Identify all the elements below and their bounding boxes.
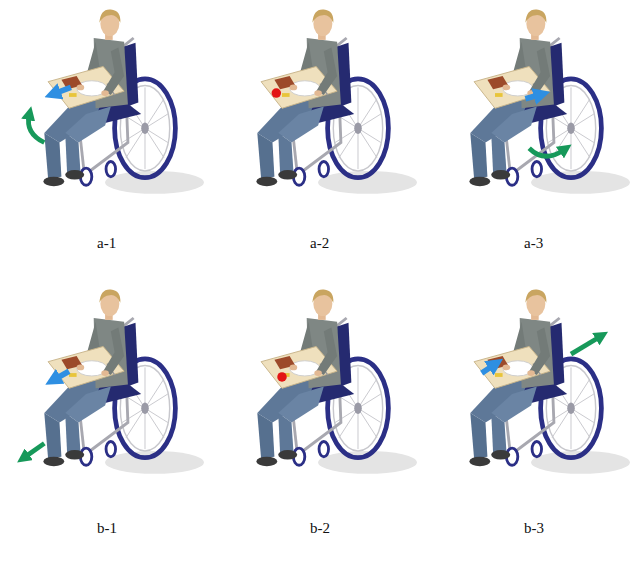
- panel-b2: [256, 289, 417, 473]
- panel-label: a-3: [524, 234, 543, 252]
- figure-part: [43, 9, 204, 193]
- panel-label: b-1: [97, 519, 117, 537]
- figure-part: [571, 337, 600, 354]
- figure-part: [56, 87, 71, 93]
- figure-part: [482, 366, 493, 374]
- figure-part: [43, 289, 204, 473]
- figure-part: [277, 372, 287, 382]
- panel-a2: [256, 9, 417, 193]
- panel-a3: [469, 9, 630, 193]
- figure-part: [256, 289, 417, 473]
- figure-part: [469, 289, 630, 473]
- figure-part: [56, 371, 69, 379]
- figure-part: [525, 95, 538, 99]
- panel-b1: [25, 289, 204, 473]
- panel-label: a-1: [97, 234, 116, 252]
- figure-part: [28, 116, 44, 143]
- panel-a1: [28, 9, 203, 193]
- figure-part: [256, 9, 417, 193]
- figure-part: [529, 148, 563, 156]
- panel-label: b-2: [310, 519, 330, 537]
- figure-part: [272, 88, 282, 98]
- figure-part: [469, 9, 630, 193]
- panel-b3: [469, 289, 630, 473]
- figure-part: [25, 443, 44, 456]
- panel-label: b-3: [524, 519, 544, 537]
- panel-label: a-2: [310, 234, 329, 252]
